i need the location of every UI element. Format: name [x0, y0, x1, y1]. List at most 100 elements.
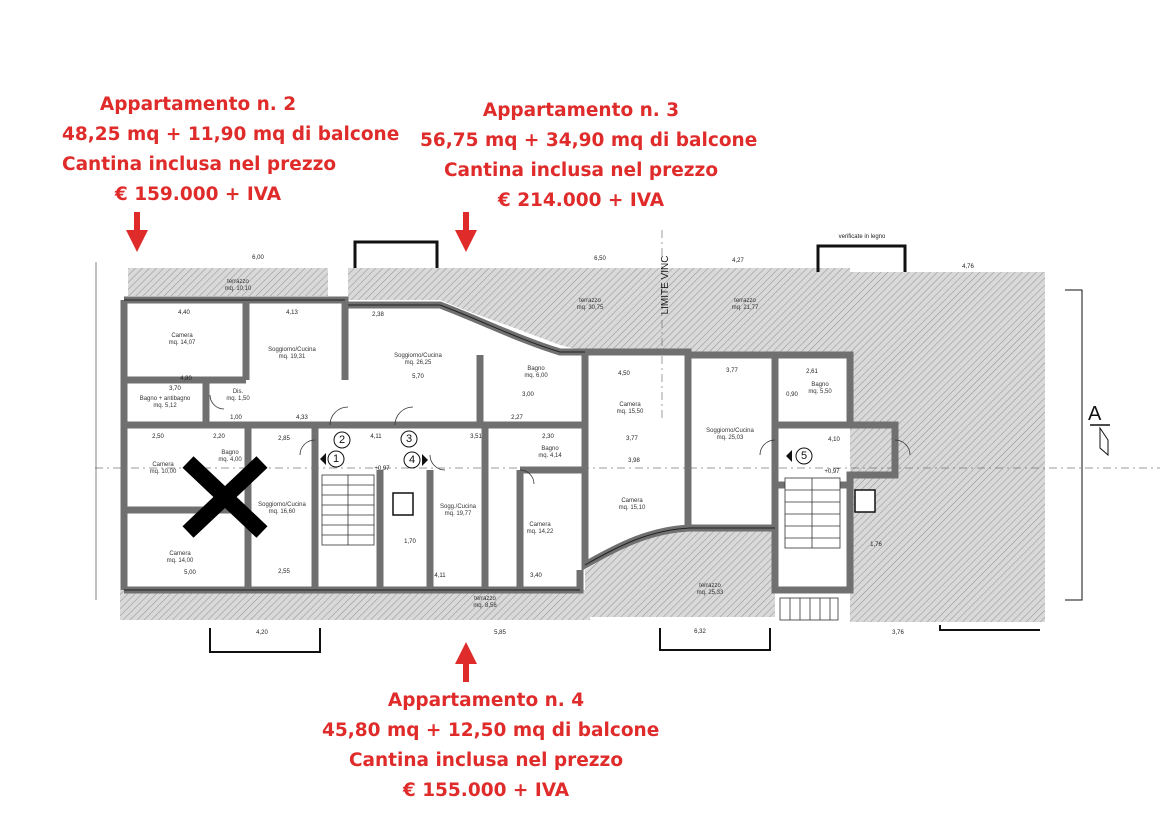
callout-apartment-2-area: 48,25 mq + 11,90 mq di balcone [62, 124, 400, 145]
stairs [321, 474, 841, 621]
room-soggiorno-3-area: mq. 25,03 [717, 435, 744, 441]
svg-text:1,00: 1,00 [230, 415, 242, 421]
terrace-east [850, 272, 1045, 622]
svg-text:3,00: 3,00 [522, 392, 534, 398]
room-dis-1-area: mq. 1,50 [226, 396, 250, 402]
svg-text:3,51: 3,51 [470, 434, 482, 440]
terrace-south [120, 590, 590, 620]
room-terrazzo-3-area: mq. 21,77 [732, 305, 759, 311]
room-terrazzo-1-area: mq. 10,10 [225, 286, 252, 292]
callout-apartment-2-price: € 159.000 + IVA [114, 184, 282, 205]
svg-text:4,13: 4,13 [286, 310, 298, 316]
room-terrazzo-2-area: mq. 30,75 [577, 305, 604, 311]
arrow-apt4-head [455, 642, 477, 664]
room-bagno-4-area: mq. 4,00 [218, 457, 242, 463]
room-bagno-4-name: Bagno [221, 450, 239, 456]
svg-text:2,27: 2,27 [511, 415, 523, 421]
pointer-arrows [126, 212, 477, 682]
apartment-marker-4: 4 [403, 451, 428, 469]
svg-text:4,11: 4,11 [370, 434, 382, 440]
arrow-apt4-shaft [463, 662, 469, 682]
room-bagno-2-name: Bagno [527, 366, 545, 372]
svg-text:6,32: 6,32 [694, 629, 706, 635]
callout-apartment-3: Appartamento n. 3 56,75 mq + 34,90 mq di… [420, 96, 757, 216]
apartment-marker-5: 5 [786, 447, 813, 465]
room-soggiorno-3-name: Soggiorno/Cucina [706, 428, 754, 434]
room-soggiorno-5-area: mq. 19,77 [445, 511, 472, 517]
callout-apartment-4-area: 45,80 mq + 12,50 mq di balcone [322, 720, 660, 741]
apartment-marker-3: 3 [400, 430, 418, 448]
doors [209, 394, 911, 485]
svg-text:5,85: 5,85 [494, 630, 506, 636]
svg-text:3,76: 3,76 [892, 630, 904, 636]
dimension-labels: 6,00 6,50 4,27 4,76 4,40 4,13 2,38 4,50 … [152, 255, 974, 636]
svg-text:4,33: 4,33 [296, 415, 308, 421]
svg-text:5: 5 [801, 450, 807, 462]
unavailable-cross-icon [182, 456, 268, 538]
svg-text:3,98: 3,98 [628, 458, 640, 464]
callout-apartment-4-price: € 155.000 + IVA [402, 780, 570, 801]
callout-apartment-2-cellar: Cantina inclusa nel prezzo [62, 154, 337, 175]
room-terrazzo-3-name: terrazzo [734, 298, 756, 304]
room-camera-2-area: mq. 15,50 [617, 409, 644, 415]
svg-text:2,85: 2,85 [278, 436, 290, 442]
room-camera-6-area: mq. 15,10 [619, 505, 646, 511]
room-camera-6-name: Camera [621, 498, 643, 504]
callout-apartment-3-cellar: Cantina inclusa nel prezzo [443, 160, 719, 181]
limit-label: LIMITE VINC [660, 256, 671, 315]
svg-text:2: 2 [339, 434, 345, 446]
room-camera-1-name: Camera [171, 333, 193, 339]
room-camera-4-name: Camera [169, 551, 191, 557]
room-bagno-2-area: mq. 6,00 [524, 373, 548, 379]
svg-text:2,61: 2,61 [806, 369, 818, 375]
terrace-north-mid [348, 268, 660, 355]
arrow-apt3-shaft [463, 212, 469, 232]
svg-text:2,38: 2,38 [372, 312, 384, 318]
room-soggiorno-4-area: mq. 16,60 [269, 509, 296, 515]
apartment-marker-2: 2 [333, 431, 351, 449]
room-soggiorno-1-area: mq. 19,31 [279, 354, 306, 360]
svg-text:1,76: 1,76 [870, 542, 882, 548]
room-camera-1-area: mq. 14,07 [169, 340, 196, 346]
svg-text:6,00: 6,00 [252, 255, 264, 261]
room-labels: terrazzo mq. 10,10 terrazzo mq. 30,75 te… [140, 279, 833, 609]
svg-text:4,40: 4,40 [178, 310, 190, 316]
room-bagno-5-area: mq. 4,14 [538, 453, 562, 459]
svg-text:3,70: 3,70 [169, 386, 181, 392]
svg-text:4,27: 4,27 [732, 258, 744, 264]
room-camera-2-name: Camera [619, 402, 641, 408]
svg-text:4,11: 4,11 [434, 573, 446, 579]
room-camera-5-area: mq. 14,22 [527, 529, 554, 535]
svg-text:3,77: 3,77 [626, 436, 638, 442]
room-camera-3-name: Camera [152, 462, 174, 468]
callout-apartment-4: Appartamento n. 4 45,80 mq + 12,50 mq di… [322, 686, 660, 806]
callout-apartment-4-cellar: Cantina inclusa nel prezzo [348, 750, 624, 771]
room-camera-4-area: mq. 14,00 [167, 558, 194, 564]
svg-text:1: 1 [333, 453, 339, 465]
room-soggiorno-4-name: Soggiorno/Cucina [258, 502, 306, 508]
svg-text:4,10: 4,10 [828, 437, 840, 443]
svg-text:1,70: 1,70 [404, 539, 416, 545]
room-bagno-5-name: Bagno [541, 446, 559, 452]
svg-text:+0,97: +0,97 [824, 469, 840, 475]
svg-text:3,77: 3,77 [726, 368, 738, 374]
arrow-apt3-head [455, 230, 477, 252]
callout-apartment-2-title: Appartamento n. 2 [99, 94, 297, 115]
room-bagno-1-name: Bagno + antibagno [140, 396, 191, 402]
callout-apartment-2: Appartamento n. 2 48,25 mq + 11,90 mq di… [62, 90, 400, 210]
room-terrazzo-1-name: terrazzo [227, 279, 249, 285]
room-terrazzo-2-name: terrazzo [579, 298, 601, 304]
room-dis-1-name: Dis. [233, 389, 244, 395]
svg-text:3: 3 [406, 433, 412, 445]
svg-text:+0,97: +0,97 [374, 466, 390, 472]
svg-text:2,30: 2,30 [542, 434, 554, 440]
arrow-apt2-shaft [134, 212, 140, 232]
arrow-apt2-head [126, 230, 148, 252]
svg-text:6,50: 6,50 [594, 256, 606, 262]
room-bagno-3-area: mq. 5,50 [808, 389, 832, 395]
terrace-south-east [585, 530, 775, 615]
room-terrazzo-4-name: terrazzo [474, 596, 496, 602]
terrace-north-east [660, 268, 850, 353]
section-label: A [1088, 403, 1102, 425]
svg-text:5,00: 5,00 [184, 570, 196, 576]
